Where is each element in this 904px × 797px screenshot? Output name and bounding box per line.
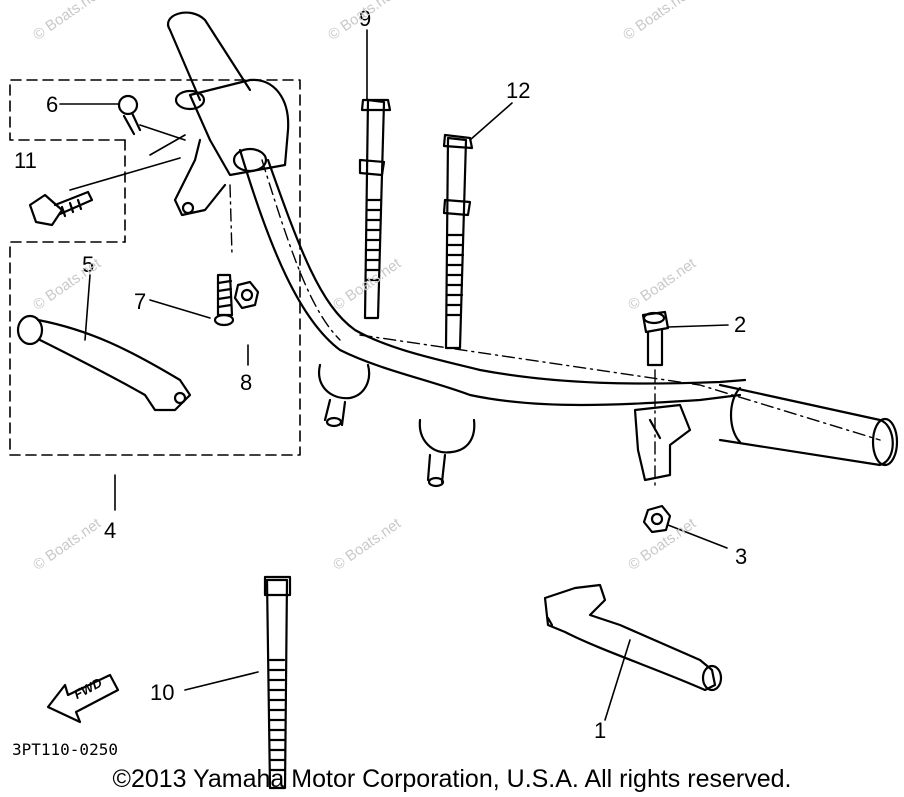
copyright-notice: ©2013 Yamaha Motor Corporation, U.S.A. A… — [112, 765, 792, 793]
callout-12[interactable]: 12 — [506, 78, 531, 103]
part-code: 3PT110-0250 — [12, 740, 118, 759]
callout-4[interactable]: 4 — [104, 518, 117, 543]
strap-9 — [358, 98, 392, 320]
callout-1[interactable]: 1 — [594, 718, 607, 743]
callout-8[interactable]: 8 — [240, 370, 253, 395]
lever-5 — [16, 314, 192, 412]
nut-3 — [642, 504, 672, 534]
screw-11 — [28, 190, 94, 227]
callout-6[interactable]: 6 — [46, 92, 59, 117]
strap-10 — [263, 575, 292, 790]
callout-7[interactable]: 7 — [134, 289, 147, 314]
lever-1 — [543, 583, 723, 692]
bolt-2 — [641, 310, 670, 367]
callout-11[interactable]: 11 — [14, 148, 37, 173]
nut-8 — [233, 280, 260, 310]
handlebar — [166, 11, 899, 488]
callout-5[interactable]: 5 — [82, 252, 95, 277]
fwd-arrow-icon — [46, 673, 120, 724]
screw-7 — [213, 273, 235, 327]
callout-10[interactable]: 10 — [150, 680, 175, 705]
strap-12 — [442, 133, 474, 350]
bolt-6 — [117, 94, 142, 136]
callout-9[interactable]: 9 — [359, 6, 372, 31]
callout-3[interactable]: 3 — [735, 544, 748, 569]
assembly-4-box — [9, 79, 301, 456]
callout-2[interactable]: 2 — [734, 312, 747, 337]
